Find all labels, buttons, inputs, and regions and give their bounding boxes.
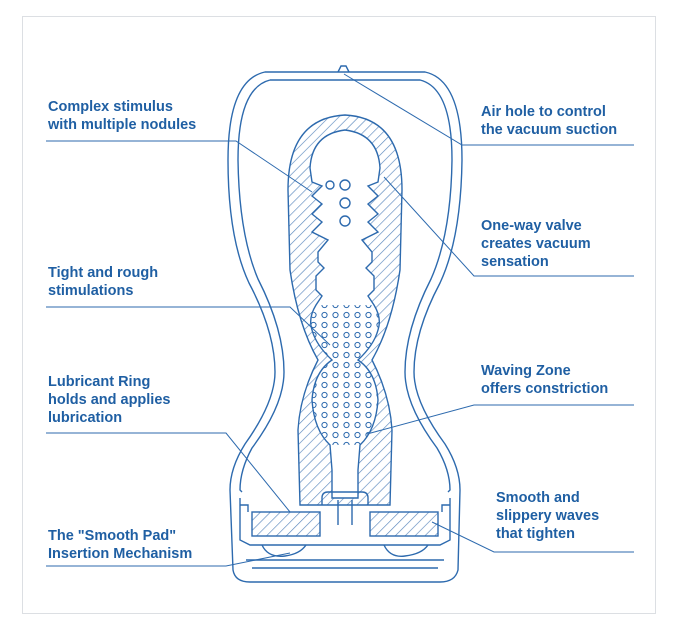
label-one-way-valve: One-way valve creates vacuum sensation [481, 218, 591, 270]
lubricant-ring-left [251, 511, 321, 537]
valve-hole-2 [339, 197, 351, 209]
base-housing [239, 498, 451, 546]
label-tight-rough: Tight and rough stimulations [48, 265, 159, 299]
label-smooth-waves: Smooth and slippery waves that tighten [496, 490, 600, 542]
label-complex-stimulus: Complex stimulus with multiple nodules [48, 99, 197, 133]
leader-air-hole [343, 73, 634, 146]
base-slot [337, 500, 353, 525]
base-plug [321, 491, 369, 505]
nodule-field [310, 305, 380, 445]
leader-one-way-valve [383, 176, 634, 277]
label-lubricant-ring: Lubricant Ring holds and applies lubrica… [48, 374, 171, 426]
smooth-pad-left [261, 544, 307, 557]
valve-hole-1 [339, 179, 351, 191]
smooth-pad-right [383, 544, 429, 557]
leader-complex-stimulus [46, 140, 313, 193]
leader-tight-rough [46, 306, 331, 346]
leader-lubricant-ring [46, 432, 291, 513]
valve-hole-3 [339, 215, 351, 227]
outer-case [227, 71, 463, 583]
leader-smooth-waves [431, 521, 634, 553]
label-smooth-pad: The "Smooth Pad" Insertion Mechanism [48, 528, 193, 562]
valve-hole-4 [325, 180, 335, 190]
lubricant-ring-right [369, 511, 439, 537]
base-bottom [246, 559, 444, 569]
top-notch [337, 65, 350, 73]
image-frame [22, 16, 656, 614]
label-waving-zone: Waving Zone offers constriction [481, 363, 609, 397]
label-air-hole: Air hole to control the vacuum suction [481, 104, 618, 138]
leader-smooth-pad [46, 552, 291, 567]
leader-waving-zone [366, 404, 634, 435]
